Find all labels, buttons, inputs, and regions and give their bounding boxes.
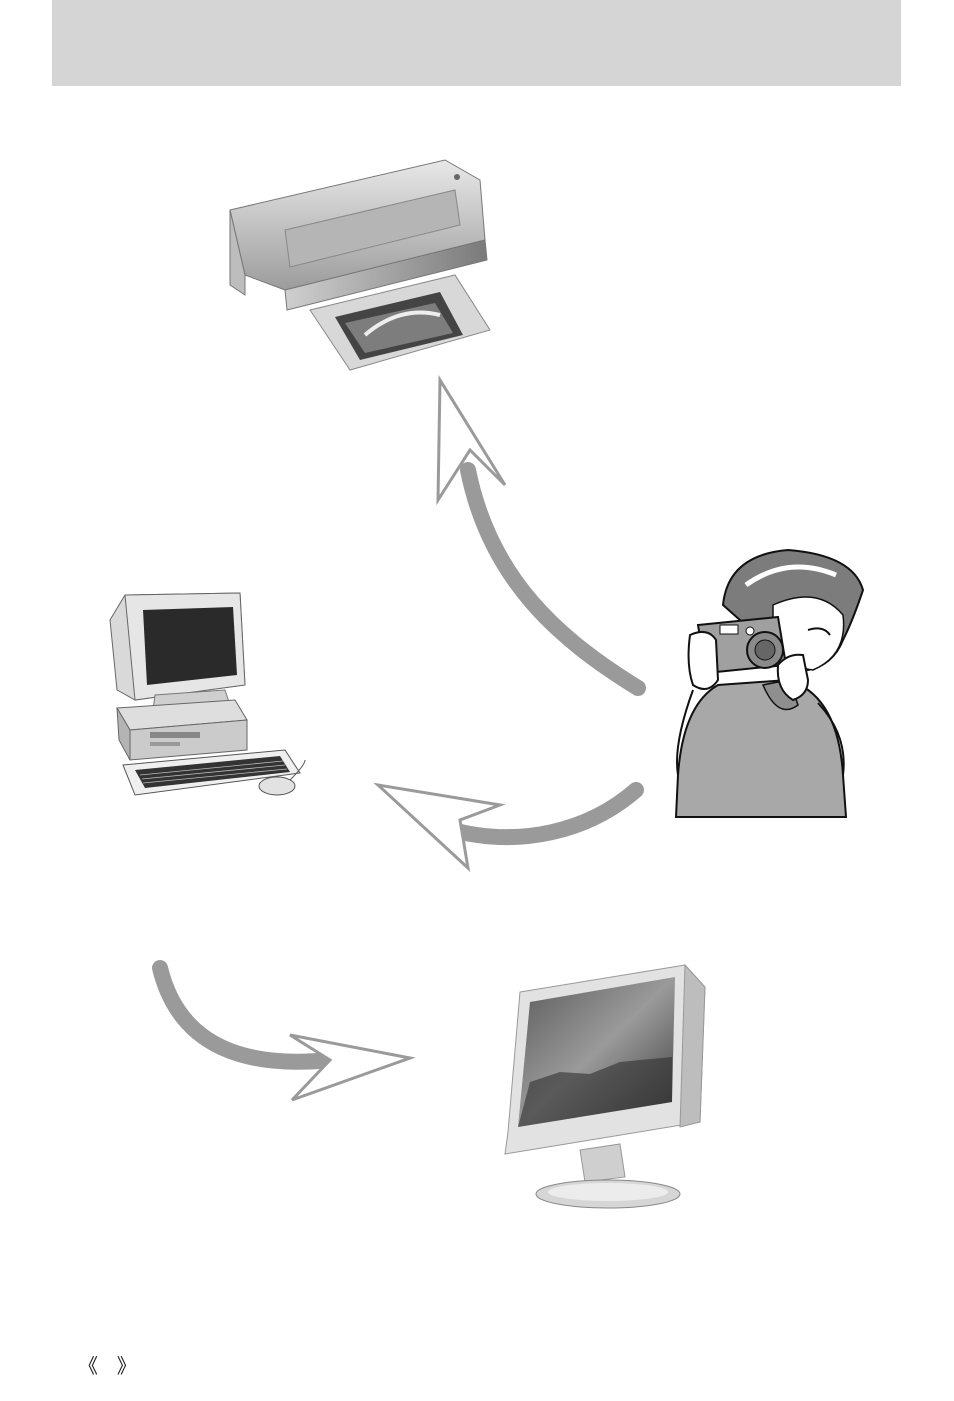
arrow-computer-to-monitor [160, 968, 330, 1062]
footer-open-mark: 《 [78, 1350, 100, 1379]
page-number-footer: 《 》 [78, 1350, 139, 1379]
footer-close-mark: 》 [117, 1350, 139, 1379]
arrow-camera-to-printer [468, 470, 638, 688]
arrow-head-computer [378, 785, 500, 868]
